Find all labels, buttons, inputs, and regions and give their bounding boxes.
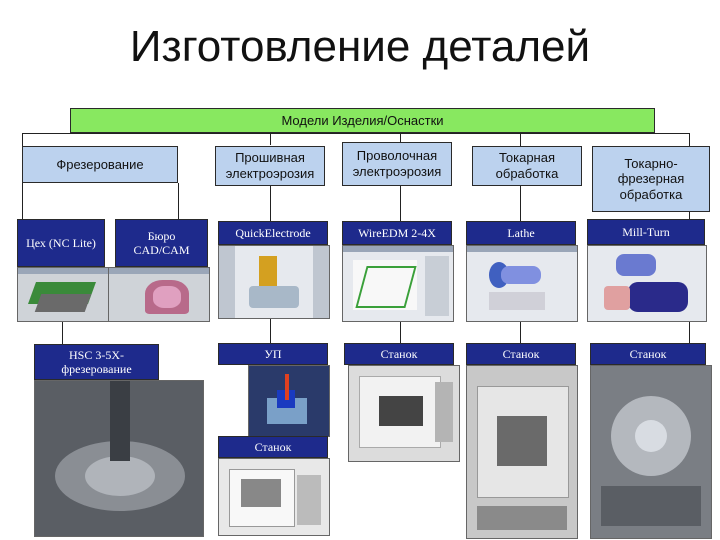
machine-lathe-label: Станок (502, 346, 540, 361)
software-bureau: Бюро CAD/CAM (115, 219, 208, 267)
machine-hsc-label: HSC 3-5X-фрезерование (61, 347, 132, 376)
software-lathe: Lathe (466, 221, 576, 245)
machine-edm-label: Станок (254, 439, 292, 454)
wire-machine-photo (348, 365, 460, 462)
root-label: Модели Изделия/Оснастки (281, 112, 444, 128)
machine-up-label: УП (264, 346, 282, 361)
software-shop-label: Цех (NC Lite) (26, 235, 96, 250)
lathe-screenshot (466, 245, 578, 322)
machine-wire-label: Станок (380, 346, 418, 361)
machine-edm: Станок (218, 436, 328, 458)
software-shop: Цех (NC Lite) (17, 219, 105, 267)
software-millturn: Mill-Turn (587, 219, 705, 245)
machine-wire: Станок (344, 343, 454, 365)
root-box: Модели Изделия/Оснастки (70, 108, 655, 133)
wireedm-screenshot (342, 245, 454, 322)
quickelectrode-screenshot (218, 245, 330, 319)
software-quickelectrode-label: QuickElectrode (235, 225, 311, 240)
category-sinker-edm: Прошивная электроэрозия (215, 146, 325, 186)
software-millturn-label: Mill-Turn (622, 224, 670, 239)
category-mill-turn-label: Токарно-фрезерная обработка (617, 155, 685, 202)
category-turning: Токарная обработка (472, 146, 582, 186)
machine-millturn-label: Станок (629, 346, 667, 361)
millturn-screenshot (587, 245, 707, 322)
category-turning-label: Токарная обработка (495, 150, 559, 181)
machine-lathe: Станок (466, 343, 576, 365)
millturn-machine-photo (590, 365, 712, 539)
category-wire-edm-label: Проволочная электроэрозия (352, 148, 442, 179)
software-quickelectrode: QuickElectrode (218, 221, 328, 245)
software-wireedm-label: WireEDM 2-4X (358, 225, 436, 240)
category-wire-edm: Проволочная электроэрозия (342, 142, 452, 186)
software-bureau-label: Бюро CAD/CAM (133, 228, 190, 257)
category-mill-turn: Токарно-фрезерная обработка (592, 146, 710, 212)
hsc-machine-photo (34, 380, 204, 537)
up-toolpath-image (248, 365, 330, 437)
category-milling-label: Фрезерование (56, 156, 144, 172)
page-title: Изготовление деталей (129, 22, 591, 71)
software-wireedm: WireEDM 2-4X (342, 221, 452, 245)
software-lathe-label: Lathe (507, 225, 535, 240)
machine-hsc: HSC 3-5X-фрезерование (34, 344, 159, 380)
machine-millturn: Станок (590, 343, 706, 365)
shop-software-screenshot (17, 267, 110, 322)
category-sinker-edm-label: Прошивная электроэрозия (225, 150, 315, 181)
lathe-machine-photo (466, 365, 578, 539)
bureau-software-screenshot (108, 267, 210, 322)
category-milling: Фрезерование (22, 146, 178, 183)
machine-up: УП (218, 343, 328, 365)
edm-machine-photo (218, 458, 330, 536)
